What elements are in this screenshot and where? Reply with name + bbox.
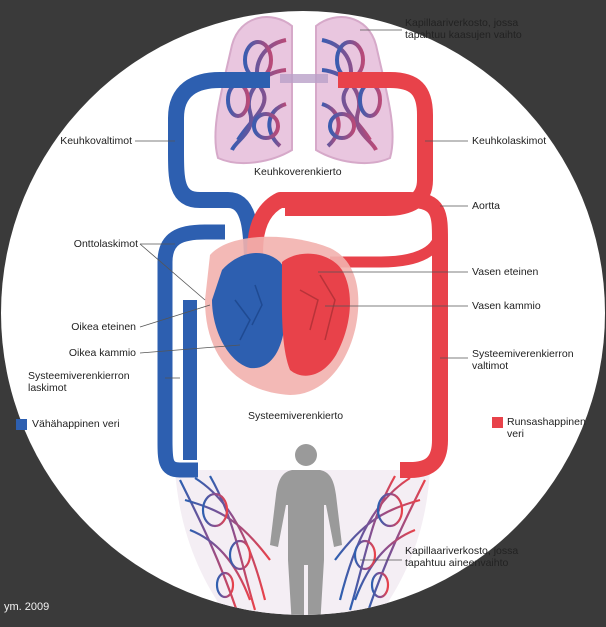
label-right-ventricle: Oikea kammio [40, 347, 136, 359]
label-systemic-arteries: Systeemiverenkierron valtimot [472, 348, 592, 372]
legend-label-deoxygenated: Vähähappinen veri [32, 418, 142, 430]
label-systemic-veins: Systeemiverenkierron laskimot [28, 370, 163, 394]
label-vena-cava: Onttolaskimot [40, 238, 138, 250]
label-pulmonary-veins: Keuhkolaskimot [472, 135, 582, 147]
legend-swatch-oxygenated [492, 417, 503, 428]
label-left-ventricle: Vasen kammio [472, 300, 582, 312]
legend-label-oxygenated: Runsashappinen veri [507, 416, 587, 440]
image-credit: ym. 2009 [4, 601, 49, 613]
label-body-capillaries: Kapillaariverkosto, jossa tapahtuu ainee… [405, 545, 525, 569]
label-left-atrium: Vasen eteinen [472, 266, 582, 278]
label-pulmonary-arteries: Keuhkovaltimot [40, 135, 132, 147]
legend-swatch-deoxygenated [16, 419, 27, 430]
label-aorta: Aortta [472, 200, 552, 212]
label-right-atrium: Oikea eteinen [40, 321, 136, 333]
label-systemic-circulation: Systeemiverenkierto [248, 410, 368, 422]
label-lung-capillaries: Kapillaariverkosto, jossa tapahtuu kaasu… [405, 17, 545, 41]
label-pulmonary-circulation: Keuhkoverenkierto [254, 166, 374, 178]
